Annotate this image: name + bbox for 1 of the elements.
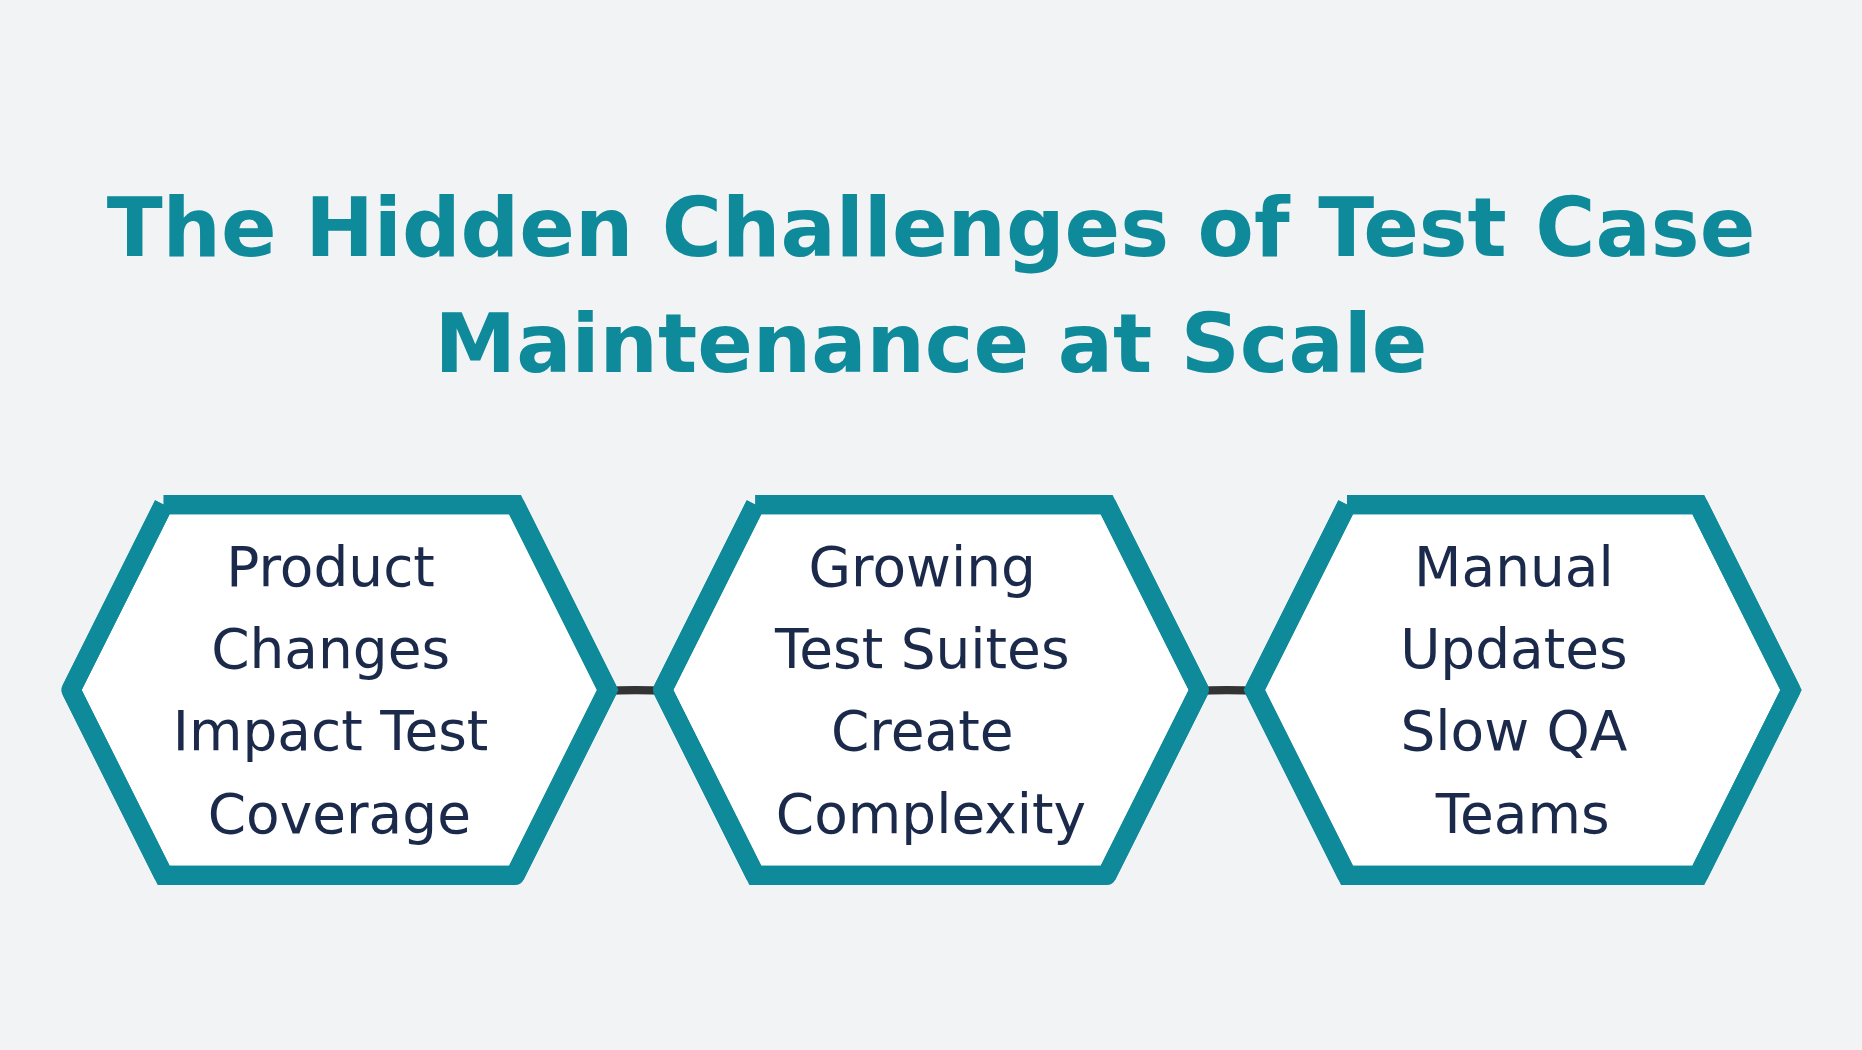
- title: The Hidden Challenges of Test Case Maintenance at Scale: [105, 179, 1757, 393]
